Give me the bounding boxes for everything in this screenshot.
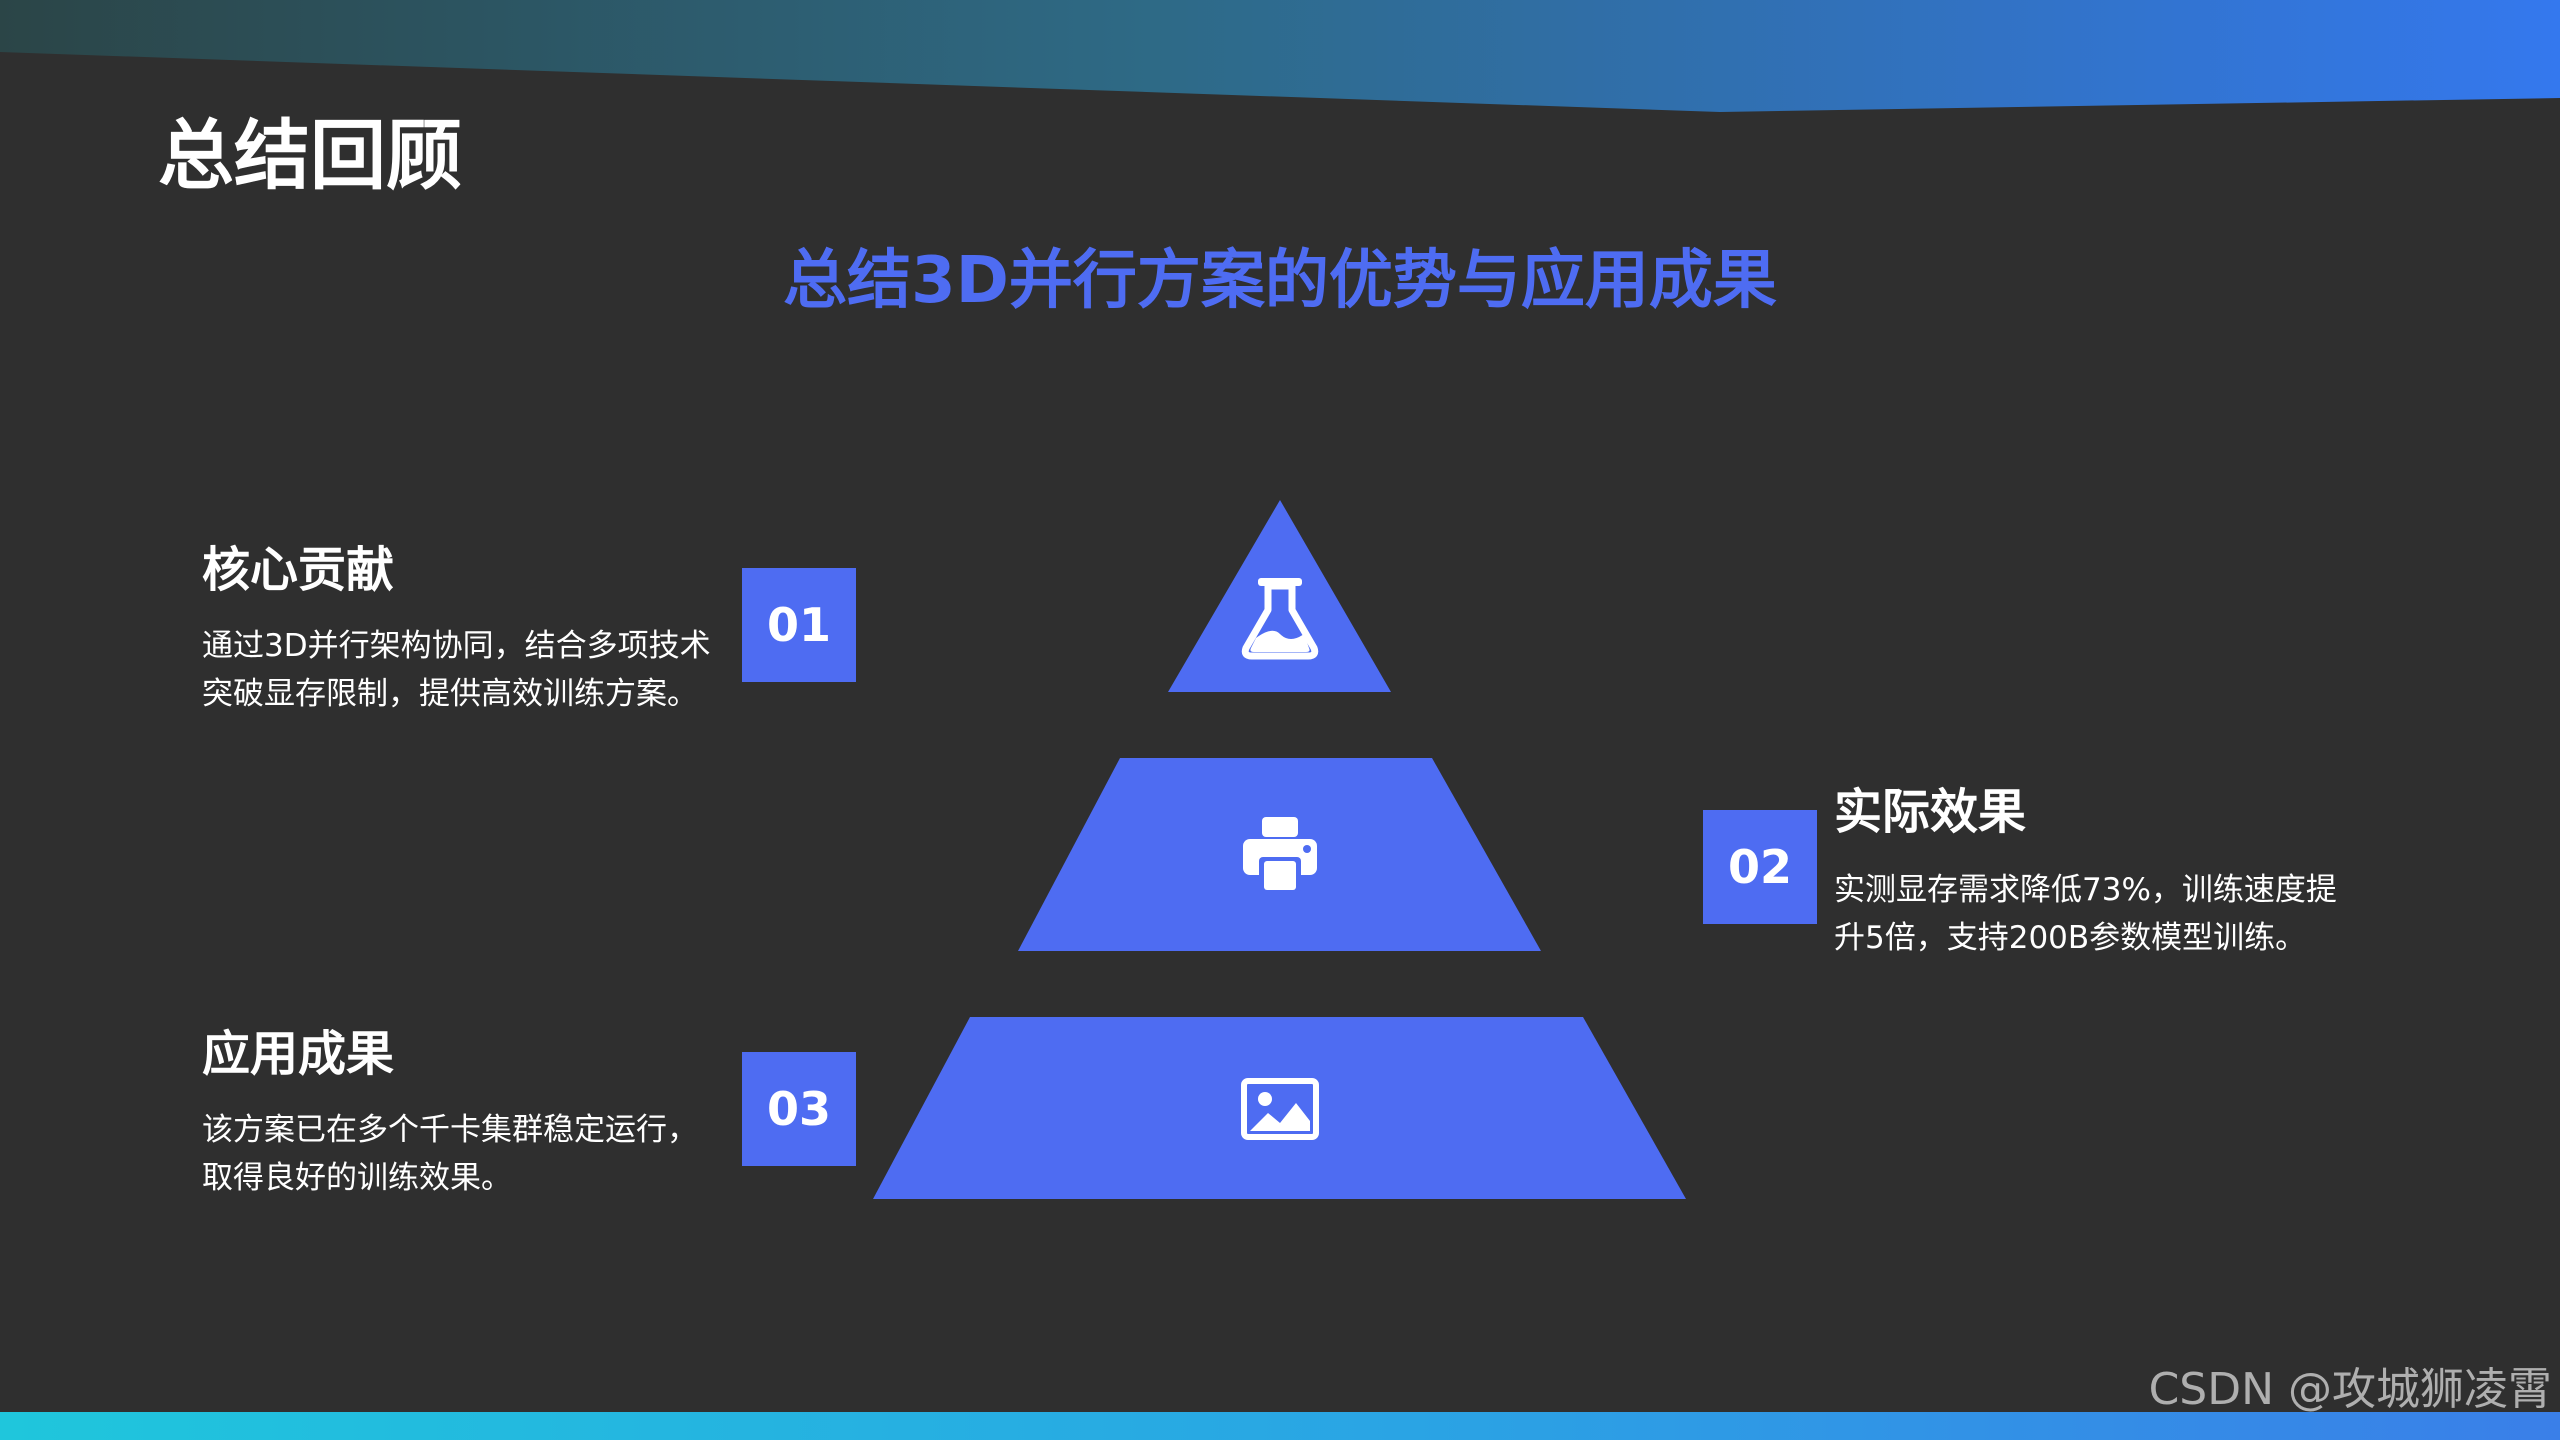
item-1-title: 核心贡献 [202,542,395,598]
item-3-description: 该方案已在多个千卡集群稳定运行， 取得良好的训练效果。 [202,1106,742,1202]
item-2-title: 实际效果 [1834,784,2027,840]
item-3-line-1: 该方案已在多个千卡集群稳定运行， [202,1112,698,1148]
flask-icon [1241,578,1319,660]
item-3-title: 应用成果 [202,1026,395,1082]
pyramid-level-3 [873,1017,1686,1199]
page-title: 总结回顾 [158,111,462,200]
top-decorative-band [0,0,2560,112]
item-3-number-badge: 03 [742,1052,856,1166]
watermark: CSDN @攻城狮凌霄 [2148,1364,2552,1415]
item-1-line-1: 通过3D并行架构协同，结合多项技术 [202,628,711,664]
page-subtitle: 总结3D并行方案的优势与应用成果 [783,244,1777,318]
item-1-number-badge: 01 [742,568,856,682]
bottom-decorative-band [0,1412,2560,1440]
printer-icon [1243,817,1317,893]
item-2-description: 实测显存需求降低73%，训练速度提 升5倍，支持200B参数模型训练。 [1834,866,2374,962]
item-1-description: 通过3D并行架构协同，结合多项技术 突破显存限制，提供高效训练方案。 [202,622,742,718]
item-2-line-2: 升5倍，支持200B参数模型训练。 [1834,920,2307,956]
image-icon [1241,1078,1319,1140]
pyramid-level-1 [1168,500,1391,692]
item-2-line-1: 实测显存需求降低73%，训练速度提 [1834,872,2337,908]
item-1-line-2: 突破显存限制，提供高效训练方案。 [202,676,698,712]
item-3-line-2: 取得良好的训练效果。 [202,1160,512,1196]
item-2-number-badge: 02 [1703,810,1817,924]
